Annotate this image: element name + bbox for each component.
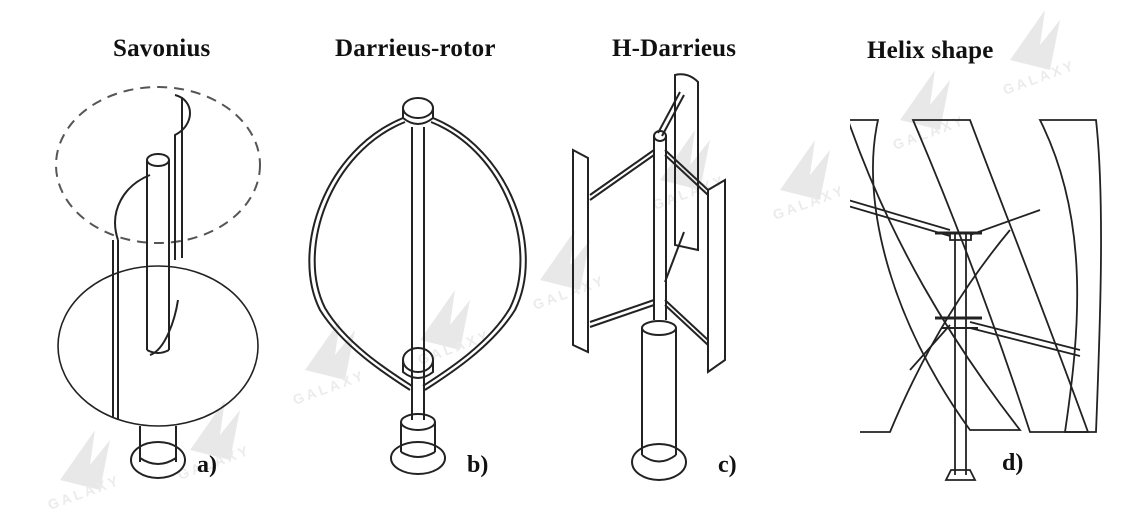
panel-helix-shape: Helix shape bbox=[850, 0, 1140, 519]
panel-label: b) bbox=[467, 452, 489, 478]
helix-turbine-drawing bbox=[850, 119, 1102, 481]
panel-darrieus-rotor: Darrieus-rotor bbox=[285, 0, 570, 519]
panel-title: Helix shape bbox=[867, 37, 994, 64]
panel-label: c) bbox=[718, 452, 737, 478]
panel-title: H-Darrieus bbox=[612, 35, 737, 62]
panel-savonius: Savonius bbox=[0, 0, 285, 519]
darrieus-rotor-turbine-drawing bbox=[308, 97, 527, 475]
panel-title: Savonius bbox=[113, 35, 211, 62]
savonius-turbine-drawing bbox=[55, 86, 261, 479]
panel-label: a) bbox=[197, 452, 217, 478]
h-darrieus-turbine-drawing bbox=[572, 73, 726, 481]
panel-label: d) bbox=[1002, 450, 1024, 476]
panel-h-darrieus: H-Darrieus bbox=[570, 0, 850, 519]
panel-title: Darrieus-rotor bbox=[335, 35, 496, 62]
